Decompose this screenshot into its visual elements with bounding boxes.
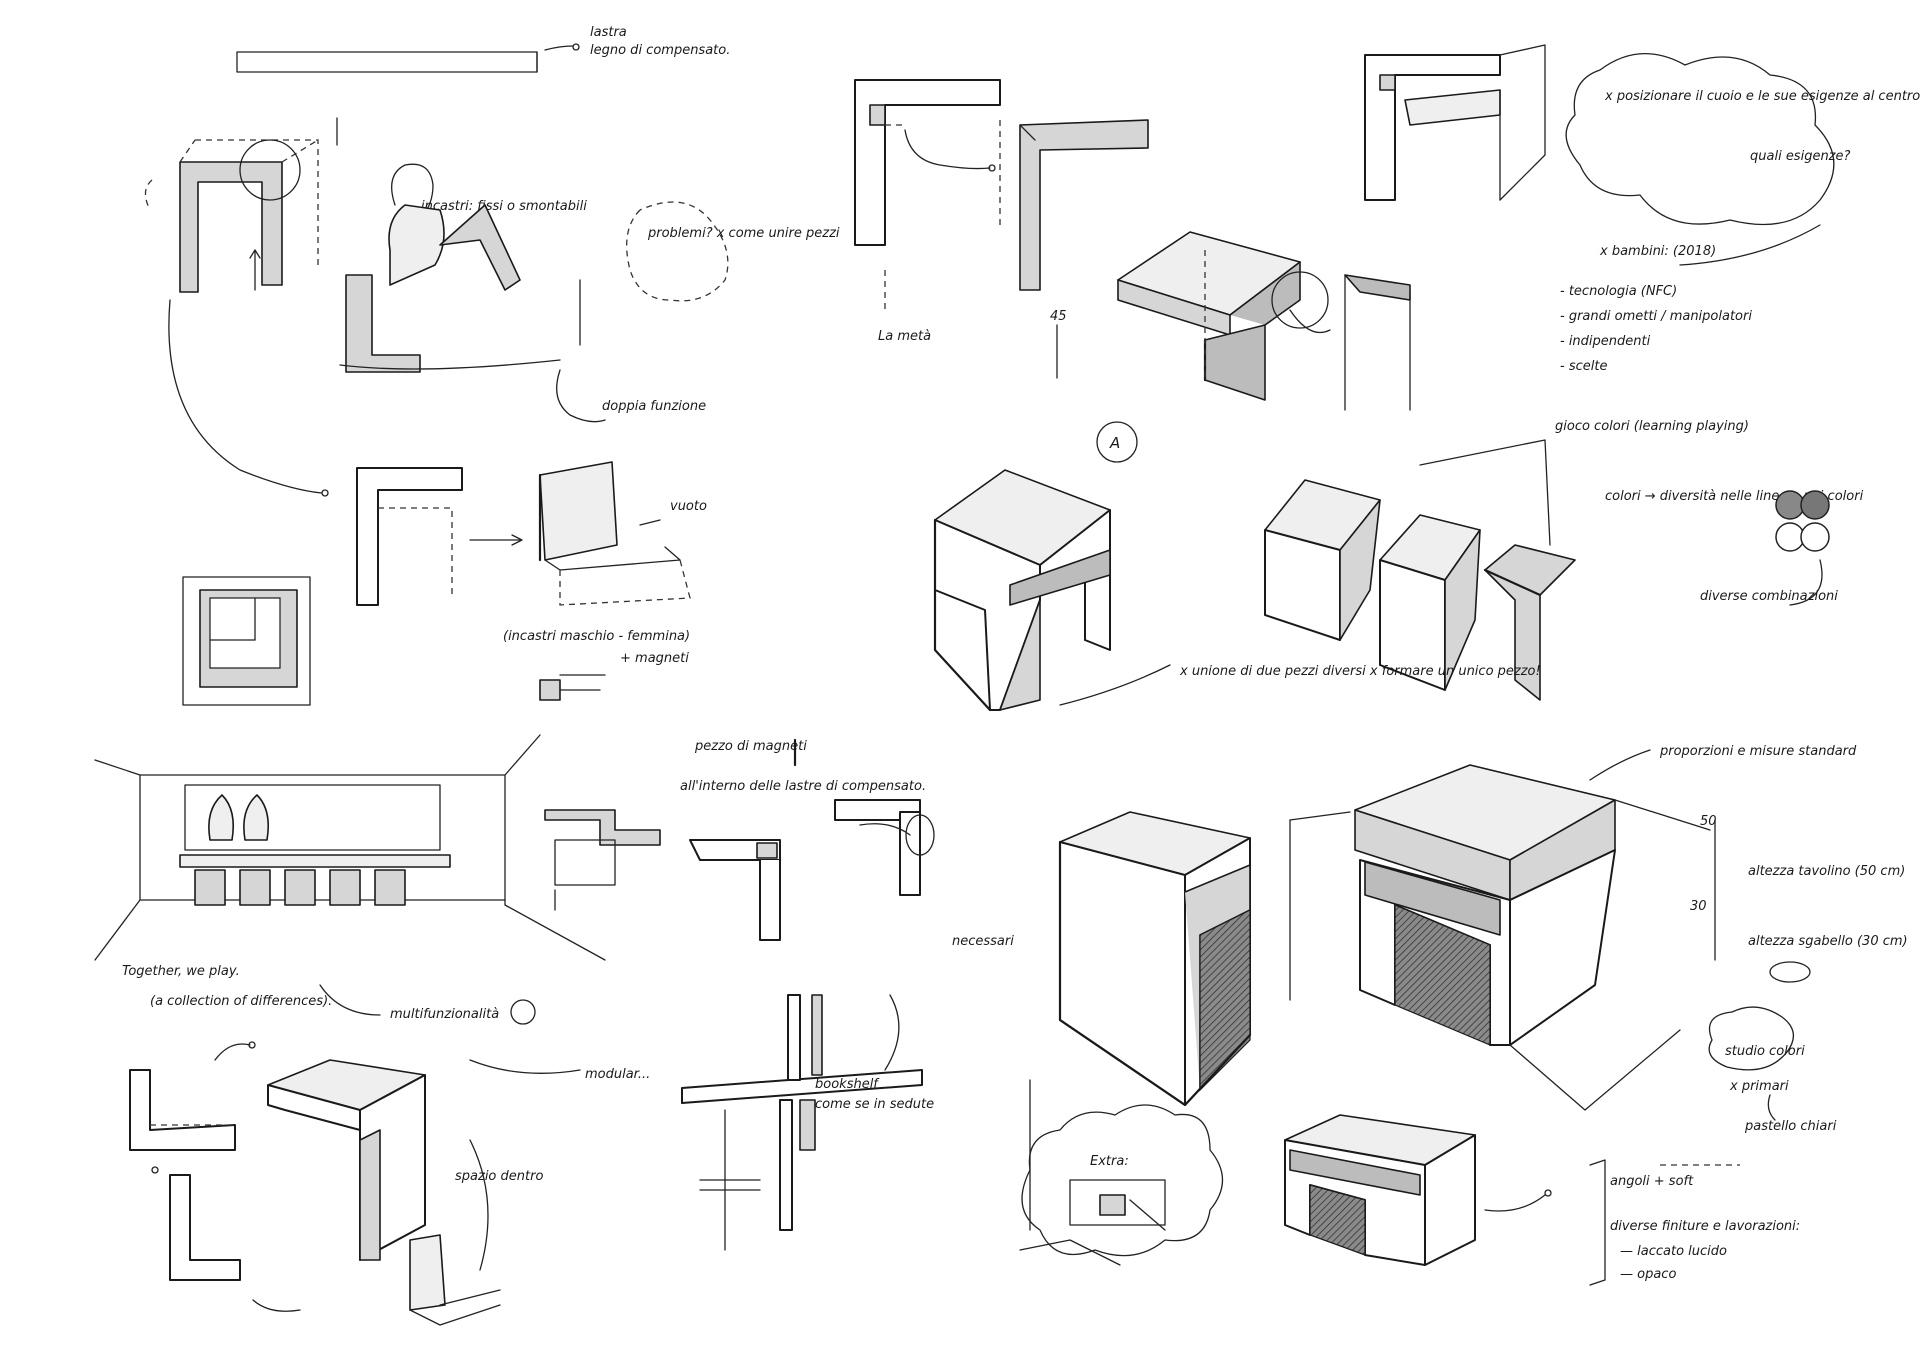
c-cube-sketch [267,1059,426,1261]
bookshelf-sketch [681,994,923,1251]
note-bambini: x bambini: (2018) [1599,244,1716,259]
note-spazio: spazio dentro [455,1169,543,1184]
circle-a [1096,421,1138,463]
note-vuoto: vuoto [670,499,707,514]
note-incastri: incastri: fissi o smontabili [421,199,587,214]
l-piece-1 [129,1069,236,1151]
child-sketch [339,163,581,373]
list-item: - grandi ometti / manipolatori [1560,309,1752,324]
note-unione: x unione di due pezzi diversi x formare … [1179,664,1541,679]
room-sketch [94,734,606,961]
cube-shaded-2 [1289,764,1716,1111]
note-laccato: — laccato lucido [1620,1244,1727,1259]
note-posizionare: x posizionare il cuoio e le sue esigenze… [1604,89,1920,104]
note-bookshelf: bookshelf [815,1077,880,1092]
note-studio: studio colori [1725,1044,1805,1059]
note-together: Together, we play. [122,964,240,979]
cloud-posizionare [1565,53,1835,226]
box-bottom-sketch [409,1234,501,1326]
color-balls [1775,490,1830,552]
dim-30: 30 [1690,899,1707,914]
note-doppia: doppia funzione [602,399,706,414]
frame-right-sketch [1364,44,1546,201]
label-a: A [1109,434,1120,452]
frame-sketch-1 [144,117,338,293]
cube-shaded-1 [1058,811,1252,1107]
note-altezza: altezza tavolino (50 cm) [1748,864,1905,879]
note-finiture: diverse finiture e lavorazioni: [1610,1219,1800,1234]
joint-detail [539,674,606,701]
note-quali: quali esigenze? [1750,149,1851,164]
cube-a-sketch [933,469,1111,712]
note-gioco: gioco colori (learning playing) [1555,419,1749,434]
bambini-list: - tecnologia (NFC) - grandi ometti / man… [1560,284,1752,374]
note-altezza2: altezza sgabello (30 cm) [1748,934,1908,949]
list-item: - scelte [1560,359,1607,374]
split-pieces-sketch [1264,479,1576,701]
note-modular: modular... [585,1067,650,1082]
cloud-problemi [626,201,729,302]
note-interno: all'interno delle lastre di compensato. [680,779,926,794]
note-primari: x primari [1729,1079,1789,1094]
joint-sketch-2 [689,799,935,941]
dim-50: 50 [1700,814,1717,829]
plank-sketch [236,43,580,73]
note-legno: legno di compensato. [590,43,730,58]
cube-shaded-3 [1284,1114,1476,1266]
finiture-box [1589,1159,1740,1286]
arrow-long [168,299,323,494]
gioco-box [1419,439,1551,546]
note-pastello: pastello chiari [1744,1119,1837,1134]
dim-45: 45 [1050,309,1067,324]
plan-view-sketch [182,576,311,706]
list-item: - tecnologia (NFC) [1560,284,1677,299]
note-magneti: + magneti [620,651,689,666]
extra-cloud [1021,1104,1223,1257]
frame-mid-3 [1344,274,1411,411]
list-item: - indipendenti [1560,334,1651,349]
note-necessari: necessari [952,934,1014,949]
frame-mid-2 [999,119,1149,291]
frame-sketch-2 [356,467,523,606]
note-extra: Extra: [1090,1154,1129,1169]
note-collection: (a collection of differences). [150,994,332,1009]
studio-colori-cloud [1708,1006,1794,1071]
note-incastri-mf: (incastri maschio - femmina) [503,629,690,644]
note-la-meta: La metà [878,329,931,344]
note-multifunzionalita: multifunzionalità [390,1007,499,1022]
note-opaco: — opaco [1620,1267,1676,1282]
joint-sketch-1 [544,809,661,911]
note-lastra: lastra [590,25,627,40]
note-diverse: diverse combinazioni [1700,589,1838,604]
box-vuoto-sketch [538,461,691,606]
note-pezzo-magneti: pezzo di magneti [694,739,807,754]
l-piece-2 [151,1166,241,1281]
frame-mid-1 [854,79,1001,246]
note-problemi: problemi? x come unire pezzi [647,226,840,241]
note-angoli: angoli + soft [1610,1174,1694,1189]
box-mid-sketch [1117,231,1331,401]
note-come-in: come se in sedute [815,1097,934,1112]
arrow-doppia [556,369,606,423]
note-proporzioni: proporzioni e misure standard [1659,744,1857,759]
